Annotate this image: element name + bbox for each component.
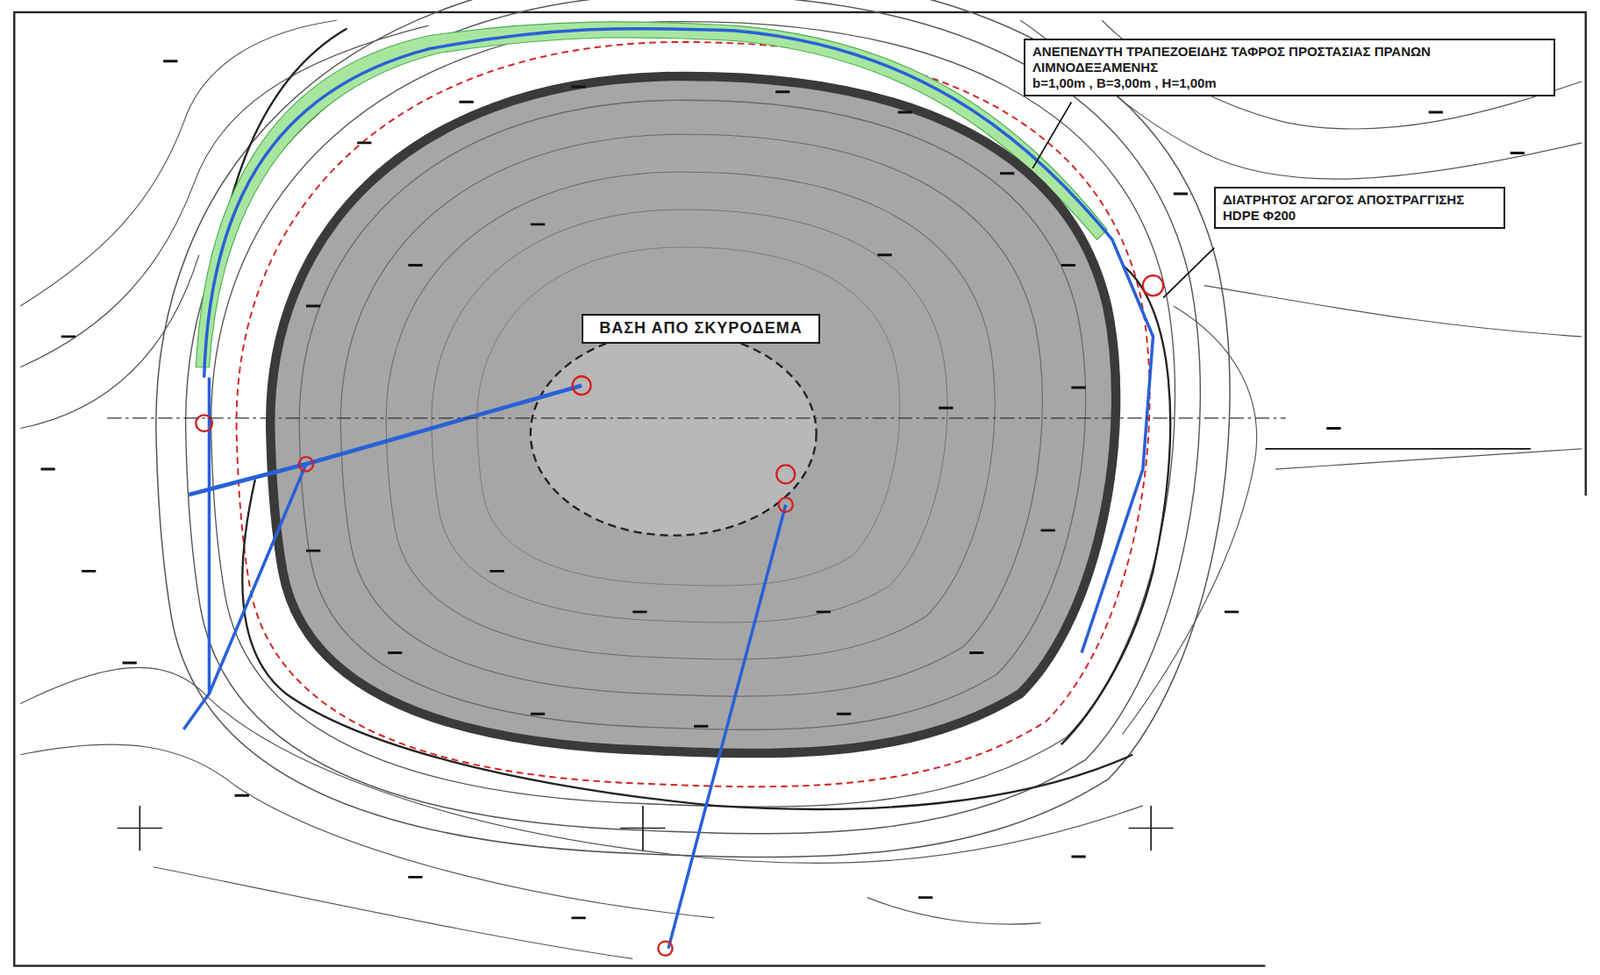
blank-area xyxy=(1264,495,1600,975)
callout-box: ΒΑΣΗ ΑΠΟ ΣΚΥΡΟΔΕΜΑ xyxy=(581,314,821,344)
callout-text: ΔΙΑΤΡΗΤΟΣ ΑΓΩΓΟΣ ΑΠΟΣΤΡΑΓΓΙΣΗΣ HDPE Φ200 xyxy=(1222,192,1497,224)
leader-line xyxy=(1032,101,1531,449)
reservoir xyxy=(270,76,1116,754)
reservoir-contours xyxy=(299,100,1086,730)
callout-heading: ΑΝΕΠΕΝΔΥΤΗ ΤΡΑΠΕΖΟΕΙΔΗΣ ΤΑΦΡΟΣ ΠΡΟΣΤΑΣΙΑ… xyxy=(1032,43,1547,76)
manholes xyxy=(195,275,1164,957)
callout-box: ΔΙΑΤΡΗΤΟΣ ΑΓΩΓΟΣ ΑΠΟΣΤΡΑΓΓΙΣΗΣ HDPE Φ200 xyxy=(1214,186,1506,229)
callout-box: ΑΝΕΠΕΝΔΥΤΗ ΤΡΑΠΕΖΟΕΙΔΗΣ ΤΑΦΡΟΣ ΠΡΟΣΤΑΣΙΑ… xyxy=(1023,38,1556,97)
concrete-base xyxy=(530,331,817,536)
section-line xyxy=(107,417,1286,419)
dimension-text: b=1,00m , B=3,00m , H=1,00m xyxy=(1032,75,1547,92)
area-label: ΒΑΣΗ ΑΠΟ ΣΚΥΡΟΔΕΜΑ xyxy=(590,319,812,339)
grid-crosses xyxy=(117,806,1174,851)
pipes xyxy=(183,28,1153,950)
